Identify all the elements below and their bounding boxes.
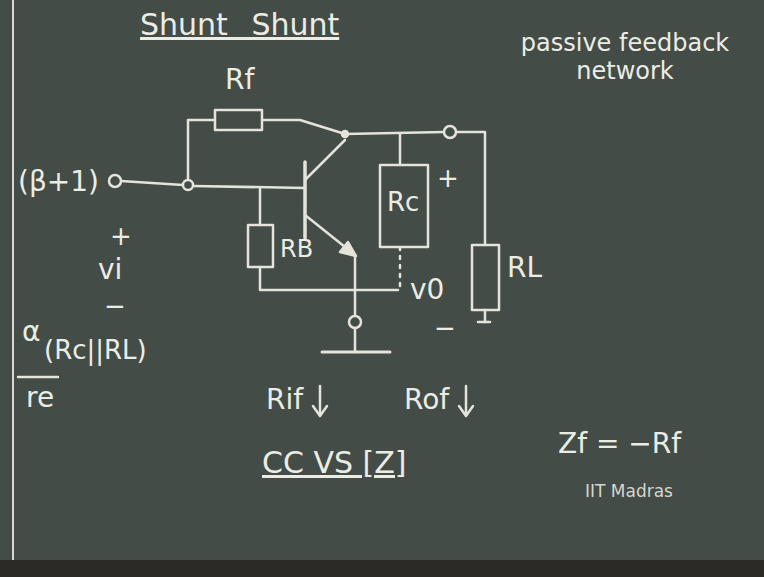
junction-dot bbox=[342, 131, 348, 137]
resistor-label: RL bbox=[507, 252, 542, 284]
wire bbox=[456, 132, 485, 245]
transistor-base bbox=[303, 162, 307, 238]
polarity-sign: + bbox=[437, 164, 459, 194]
note-text: CC VS [Z] bbox=[262, 446, 407, 481]
wire bbox=[259, 188, 262, 225]
emitter-arrow bbox=[340, 242, 356, 256]
wire bbox=[484, 310, 487, 322]
resistor-symbol bbox=[248, 225, 273, 267]
terminal-circle bbox=[183, 180, 193, 190]
wire bbox=[193, 186, 305, 188]
current-arrow bbox=[465, 386, 468, 414]
resistor-label: Rc bbox=[387, 188, 419, 218]
formula-text: (Rc||RL) bbox=[44, 336, 147, 366]
current-arrow bbox=[313, 406, 327, 416]
chalk-ledge bbox=[0, 560, 764, 577]
polarity-sign: − bbox=[104, 292, 126, 322]
wire bbox=[399, 134, 402, 165]
polarity-sign: + bbox=[110, 222, 132, 252]
wire bbox=[260, 267, 398, 290]
terminal-circle bbox=[109, 175, 121, 187]
resistor-symbol bbox=[380, 165, 428, 247]
resistance-label: Rif bbox=[266, 384, 303, 416]
resistor-symbol bbox=[472, 245, 499, 310]
current-arrow bbox=[319, 386, 322, 414]
formula-text: Zf = −Rf bbox=[558, 428, 681, 460]
note-text: passive feedback network bbox=[505, 30, 745, 85]
signal-name: v0 bbox=[410, 274, 444, 306]
resistor-label: RB bbox=[280, 236, 313, 264]
wire bbox=[354, 328, 357, 352]
resistor-symbol bbox=[215, 110, 262, 130]
terminal-circle bbox=[349, 316, 361, 328]
polarity-sign: − bbox=[434, 314, 456, 344]
fraction-bar bbox=[18, 376, 58, 379]
wire bbox=[262, 120, 345, 134]
resistor-label: Rf bbox=[225, 64, 254, 96]
transistor-collector bbox=[305, 140, 345, 180]
watermark: IIT Madras bbox=[585, 482, 673, 502]
signal-name: vi bbox=[98, 254, 122, 286]
current-arrow bbox=[459, 406, 473, 416]
terminal-circle bbox=[444, 126, 456, 138]
gain-factor: (β+1) bbox=[18, 166, 99, 198]
formula-text: α bbox=[22, 316, 40, 348]
wire bbox=[478, 321, 490, 324]
wire bbox=[354, 255, 357, 316]
board-edge-line bbox=[12, 0, 14, 560]
formula-text: re bbox=[26, 382, 54, 414]
wire bbox=[121, 181, 183, 185]
wire bbox=[188, 120, 215, 185]
ground-symbol bbox=[322, 351, 390, 354]
heading: Shunt Shunt bbox=[140, 8, 339, 43]
wire bbox=[345, 132, 444, 134]
wire bbox=[399, 247, 402, 292]
resistance-label: Rof bbox=[404, 384, 449, 416]
